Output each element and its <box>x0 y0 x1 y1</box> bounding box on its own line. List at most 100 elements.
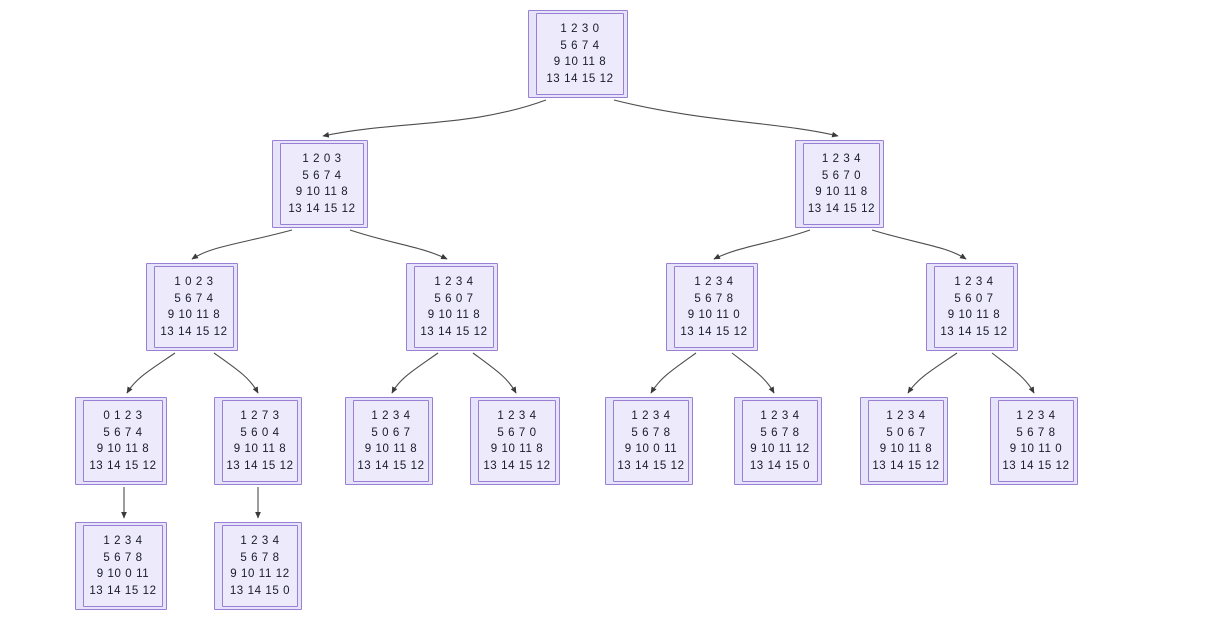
puzzle-grid-row: 13 14 15 12 <box>226 459 294 472</box>
puzzle-state-node[interactable]: 1 2 3 4 5 6 7 8 9 10 0 11 13 14 15 12 <box>75 522 167 610</box>
puzzle-grid: 1 2 3 4 5 6 7 8 9 10 0 11 13 14 15 12 <box>83 525 163 607</box>
puzzle-grid-row: 0 1 2 3 <box>103 410 143 422</box>
puzzle-state-node[interactable]: 1 2 3 4 5 6 7 8 9 10 11 12 13 14 15 0 <box>734 397 822 485</box>
puzzle-grid-row: 1 2 3 4 <box>954 276 994 288</box>
puzzle-grid: 1 2 3 4 5 6 7 8 9 10 11 12 13 14 15 0 <box>222 525 298 607</box>
puzzle-grid-row: 9 10 11 0 <box>1009 443 1063 455</box>
puzzle-grid-row: 5 6 7 4 <box>174 292 214 305</box>
puzzle-grid-row: 9 10 11 8 <box>167 309 221 321</box>
puzzle-grid-row: 13 14 15 12 <box>680 325 748 338</box>
puzzle-grid-row: 1 2 3 4 <box>631 410 671 422</box>
puzzle-grid-row: 1 2 7 3 <box>240 410 280 422</box>
tree-edge <box>871 229 967 260</box>
puzzle-grid-row: 5 6 7 0 <box>821 169 862 182</box>
puzzle-grid-row: 13 14 15 12 <box>617 459 685 472</box>
puzzle-grid-row: 13 14 15 0 <box>749 459 811 472</box>
tree-edge <box>191 229 293 260</box>
tree-edge <box>907 352 958 394</box>
puzzle-grid-row: 9 10 11 8 <box>553 56 607 68</box>
puzzle-state-node[interactable]: 0 1 2 3 5 6 7 4 9 10 11 8 13 14 15 12 <box>75 397 167 485</box>
puzzle-grid-row: 1 0 2 3 <box>174 276 214 288</box>
puzzle-state-node[interactable]: 1 2 3 4 5 6 7 8 9 10 11 12 13 14 15 0 <box>214 522 302 610</box>
puzzle-grid-row: 9 10 11 8 <box>295 186 349 198</box>
puzzle-grid-row: 1 2 3 4 <box>1016 410 1056 422</box>
puzzle-grid-row: 5 6 7 8 <box>631 426 671 439</box>
puzzle-grid-row: 1 2 3 4 <box>371 410 411 422</box>
puzzle-grid-row: 9 10 0 11 <box>96 568 150 580</box>
puzzle-grid-row: 1 2 3 4 <box>886 410 926 422</box>
puzzle-grid-row: 13 14 15 12 <box>872 459 940 472</box>
puzzle-grid-row: 5 6 7 8 <box>760 426 800 439</box>
tree-edge <box>991 352 1035 394</box>
puzzle-grid-row: 1 2 3 4 <box>103 535 143 547</box>
tree-edge <box>472 352 517 394</box>
puzzle-grid-row: 5 6 0 4 <box>240 426 280 439</box>
puzzle-state-node[interactable]: 1 2 3 4 5 6 7 8 9 10 0 11 13 14 15 12 <box>605 397 693 485</box>
puzzle-grid-row: 9 10 11 12 <box>750 443 810 455</box>
puzzle-grid-row: 5 6 7 4 <box>560 39 600 52</box>
puzzle-grid-row: 1 2 3 4 <box>760 410 800 422</box>
puzzle-state-node[interactable]: 1 2 3 0 5 6 7 4 9 10 11 8 13 14 15 12 <box>528 10 628 98</box>
puzzle-grid-row: 9 10 11 0 <box>687 309 741 321</box>
puzzle-grid-row: 9 10 11 8 <box>96 443 150 455</box>
puzzle-grid-row: 9 10 11 8 <box>364 443 418 455</box>
puzzle-grid-row: 1 2 3 0 <box>560 23 600 35</box>
puzzle-grid-row: 13 14 15 12 <box>483 459 551 472</box>
puzzle-grid-row: 5 6 7 4 <box>103 426 143 439</box>
puzzle-grid-row: 13 14 15 12 <box>546 72 614 85</box>
puzzle-grid-row: 5 6 7 8 <box>103 551 143 564</box>
puzzle-grid-row: 9 10 0 11 <box>624 443 678 455</box>
puzzle-grid-row: 5 6 0 7 <box>434 292 474 305</box>
tree-edge <box>731 352 775 394</box>
puzzle-grid: 1 2 3 4 5 6 7 8 9 10 0 11 13 14 15 12 <box>613 400 689 482</box>
tree-edge <box>713 229 811 260</box>
puzzle-grid-row: 1 2 3 4 <box>434 276 474 288</box>
puzzle-grid-row: 13 14 15 12 <box>288 202 356 215</box>
puzzle-grid-row: 5 6 7 8 <box>240 551 280 564</box>
puzzle-grid-row: 9 10 11 8 <box>490 443 544 455</box>
puzzle-grid-row: 13 14 15 12 <box>89 584 157 597</box>
puzzle-grid-row: 9 10 11 8 <box>947 309 1001 321</box>
puzzle-grid-row: 13 14 15 12 <box>1002 459 1070 472</box>
puzzle-grid-row: 9 10 11 8 <box>427 309 481 321</box>
puzzle-grid-row: 1 2 3 4 <box>240 535 280 547</box>
puzzle-grid-row: 13 14 15 12 <box>89 459 157 472</box>
tree-edge <box>213 352 259 394</box>
puzzle-grid: 1 2 3 0 5 6 7 4 9 10 11 8 13 14 15 12 <box>536 13 624 95</box>
puzzle-state-node[interactable]: 1 2 3 4 5 6 7 8 9 10 11 0 13 14 15 12 <box>990 397 1078 485</box>
puzzle-grid-row: 9 10 11 12 <box>230 568 290 580</box>
puzzle-grid-row: 5 6 7 8 <box>1016 426 1056 439</box>
puzzle-grid-row: 9 10 11 8 <box>815 186 868 198</box>
puzzle-grid: 1 2 3 4 5 6 7 8 9 10 11 12 13 14 15 0 <box>742 400 818 482</box>
tree-edge <box>613 99 839 138</box>
puzzle-grid-row: 5 0 6 7 <box>371 426 411 439</box>
tree-edge <box>391 352 439 394</box>
puzzle-grid-row: 1 2 0 3 <box>302 153 342 165</box>
puzzle-grid: 1 2 3 4 5 6 7 8 9 10 11 0 13 14 15 12 <box>998 400 1074 482</box>
puzzle-grid-row: 9 10 11 8 <box>879 443 933 455</box>
puzzle-grid-row: 1 2 3 4 <box>694 276 734 288</box>
puzzle-grid-row: 13 14 15 0 <box>229 584 291 597</box>
tree-edge <box>349 229 448 260</box>
puzzle-grid-row: 5 6 7 0 <box>497 426 537 439</box>
tree-edge <box>126 352 176 394</box>
puzzle-grid-row: 13 14 15 12 <box>807 202 876 215</box>
puzzle-grid-row: 13 14 15 12 <box>940 325 1008 338</box>
